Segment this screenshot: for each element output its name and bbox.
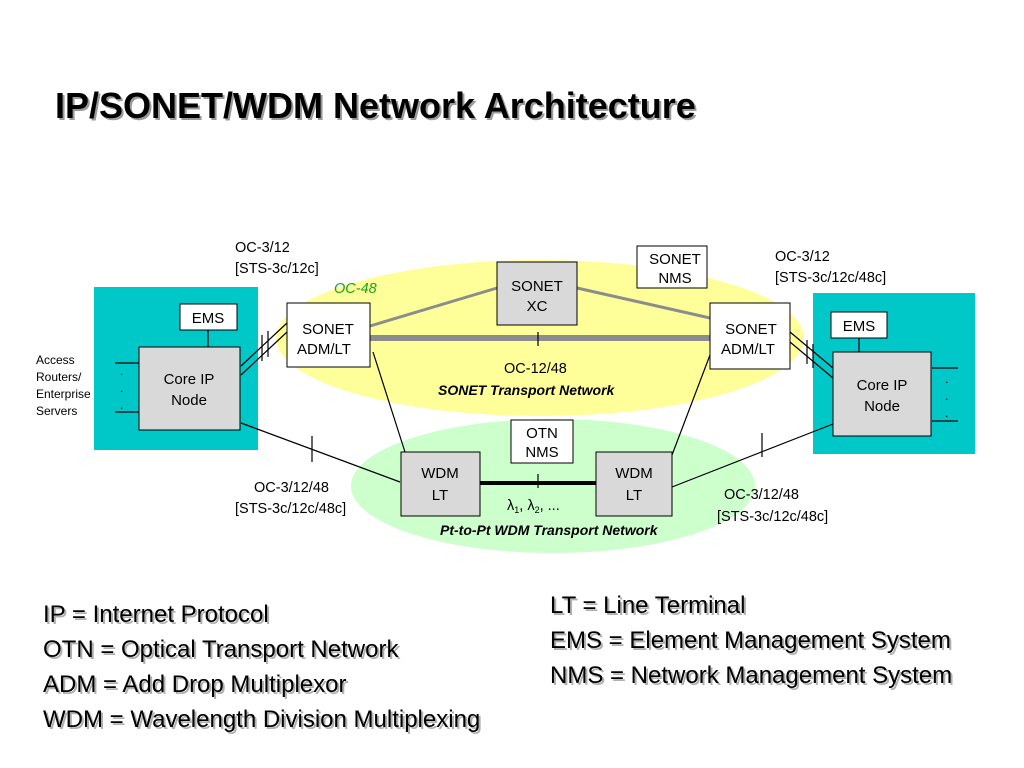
oc-bottom-right-rate: OC-3/12/48: [724, 487, 799, 503]
left-core-ip-node: Core IP Node: [138, 346, 241, 431]
right-wdm-lt-node: WDM LT: [595, 451, 673, 517]
right-core-ip-label-1: Core IP: [857, 377, 908, 394]
right-ems-box: EMS: [830, 311, 888, 339]
right-core-to-wdm-line: [671, 423, 834, 488]
lambda-separator: ,: [519, 498, 527, 514]
sonet-xc-label-2: XC: [527, 298, 548, 315]
right-access-dot-3: .: [945, 406, 948, 420]
right-wdm-label-2: LT: [626, 487, 642, 504]
left-access-dot-3: .: [120, 398, 123, 412]
right-adm-to-core-line-2: [789, 341, 834, 379]
access-label-1: Access: [36, 353, 75, 367]
oc48-label: OC-48: [334, 281, 377, 297]
oc-bottom-right-sts: [STS-3c/12c/48c]: [717, 509, 828, 525]
left-ems-box: EMS: [179, 303, 238, 331]
left-sonet-adm-node: SONET ADM/LT: [286, 302, 371, 368]
access-label-3: Enterprise: [36, 387, 91, 401]
left-adm-to-wdm-line: [372, 351, 406, 453]
left-ems-label: EMS: [192, 310, 225, 327]
oc-top-right-sts: [STS-3c/12c/48c]: [775, 270, 886, 286]
oc-top-left-rate: OC-3/12: [235, 240, 290, 256]
left-sonet-adm-label-2: ADM/LT: [297, 341, 351, 358]
lambda-1-subscript: 1: [514, 505, 519, 515]
glossary-right: LT = Line Terminal LT = Line Terminal EM…: [550, 592, 954, 691]
wavelengths-label: λ1, λ2, ...: [507, 498, 560, 515]
right-access-dot-2: .: [945, 389, 948, 403]
left-access-dot-1: .: [120, 364, 123, 378]
gloss-lt-shadow: LT = Line Terminal: [552, 594, 747, 621]
page-title: IP/SONET/WDM Network Architecture IP/SON…: [55, 85, 698, 128]
gloss-nms: NMS = Network Management System: [550, 662, 952, 689]
left-sonet-adm-label-1: SONET: [302, 321, 354, 338]
oc-top-left-sts: [STS-3c/12c]: [235, 261, 319, 277]
right-access-dot-1: .: [945, 372, 948, 386]
gloss-nms-shadow: NMS = Network Management System: [552, 664, 954, 691]
access-label-4: Servers: [36, 404, 77, 418]
gloss-otn: OTN = Optical Transport Network: [43, 636, 399, 663]
gloss-ems: EMS = Element Management System: [550, 627, 951, 654]
oc-top-right-rate: OC-3/12: [775, 249, 830, 265]
left-core-to-wdm-line: [240, 422, 401, 483]
left-core-to-adm-line-2: [240, 331, 288, 376]
lambda-1-symbol: λ: [507, 498, 515, 514]
oc-bottom-left-rate: OC-3/12/48: [254, 480, 329, 496]
lambda-more: , ...: [540, 498, 560, 514]
right-adm-to-wdm-line: [671, 354, 711, 456]
right-sonet-adm-node: SONET ADM/LT: [709, 302, 791, 370]
oc12-48-label: OC-12/48: [504, 361, 567, 377]
lambda-2-subscript: 2: [535, 505, 540, 515]
sonet-nms-label-2: NMS: [658, 270, 691, 287]
gloss-lt: LT = Line Terminal: [550, 592, 745, 619]
right-core-ip-label-2: Node: [864, 398, 900, 415]
left-core-to-adm-line-1: [240, 322, 288, 367]
gloss-ip-shadow: IP = Internet Protocol: [45, 603, 271, 630]
left-core-ip-label-1: Core IP: [164, 371, 215, 388]
xc-to-left-adm-line: [369, 286, 498, 328]
sonet-nms-node: SONET NMS: [636, 245, 708, 289]
right-core-ip-node: Core IP Node: [832, 351, 932, 437]
right-adm-to-core-line-1: [789, 331, 834, 369]
otn-nms-label-1: OTN: [526, 425, 558, 442]
right-sonet-adm-label-1: SONET: [725, 321, 777, 338]
left-wdm-label-2: LT: [432, 487, 448, 504]
wdm-transport-network-label: Pt-to-Pt WDM Transport Network: [440, 522, 659, 538]
gloss-adm: ADM = Add Drop Multiplexor: [43, 671, 346, 698]
left-wdm-lt-node: WDM LT: [400, 451, 481, 517]
left-access-dot-2: .: [120, 381, 123, 395]
gloss-adm-shadow: ADM = Add Drop Multiplexor: [45, 673, 348, 700]
sonet-xc-label-1: SONET: [511, 278, 563, 295]
sonet-transport-network-label: SONET Transport Network: [438, 382, 616, 398]
lambda-2-symbol: λ: [527, 498, 535, 514]
right-ems-label: EMS: [843, 318, 876, 335]
otn-nms-label-2: NMS: [525, 444, 558, 461]
title-text: IP/SONET/WDM Network Architecture: [55, 85, 696, 126]
access-label-2: Routers/: [36, 370, 82, 384]
oc-bottom-left-sts: [STS-3c/12c/48c]: [235, 501, 346, 517]
gloss-ip: IP = Internet Protocol: [43, 601, 269, 628]
glossary-left: IP = Internet Protocol IP = Internet Pro…: [43, 601, 482, 735]
left-core-ip-label-2: Node: [171, 392, 207, 409]
right-sonet-adm-label-2: ADM/LT: [721, 341, 775, 358]
gloss-otn-shadow: OTN = Optical Transport Network: [45, 638, 401, 665]
right-wdm-label-1: WDM: [615, 465, 653, 482]
left-wdm-label-1: WDM: [421, 465, 459, 482]
otn-nms-node: OTN NMS: [510, 419, 574, 464]
xc-to-right-adm-line: [576, 286, 711, 320]
sonet-nms-label-1: SONET: [649, 251, 701, 268]
gloss-ems-shadow: EMS = Element Management System: [552, 629, 953, 656]
title-shadow: IP/SONET/WDM Network Architecture: [57, 87, 698, 128]
sonet-xc-node: SONET XC: [496, 261, 578, 326]
gloss-wdm-shadow: WDM = Wavelength Division Multiplexing: [45, 708, 482, 735]
gloss-wdm: WDM = Wavelength Division Multiplexing: [43, 706, 480, 733]
